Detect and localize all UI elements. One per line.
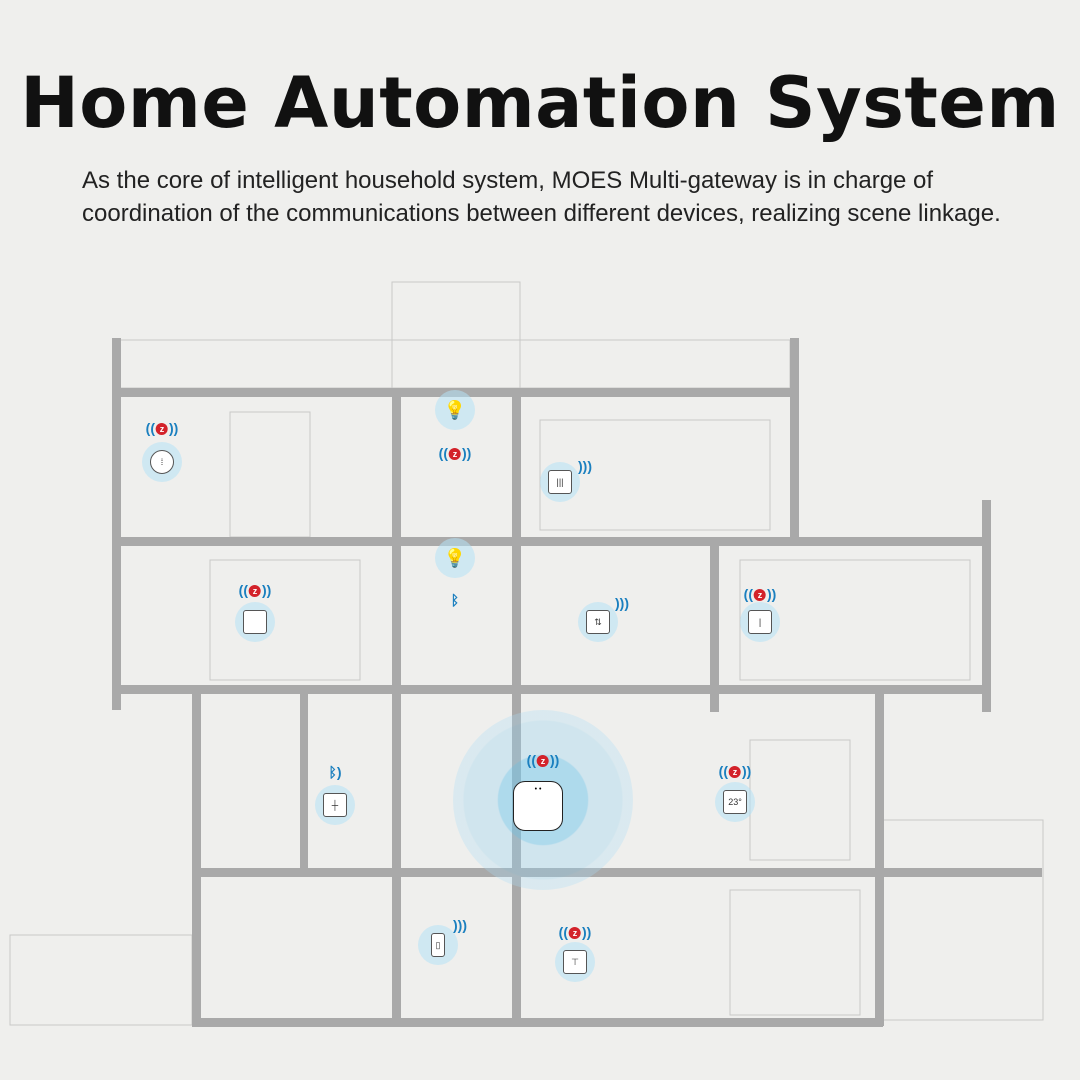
wifi-signal-icon: ))) [453, 917, 467, 933]
zigbee-signal-icon: ((z)) [743, 586, 777, 602]
light-bulb-icon: 💡 [435, 538, 475, 578]
four-gang-switch-icon: ┼ [315, 785, 355, 825]
bluetooth-icon: ᛒ) [328, 764, 342, 780]
zigbee-signal-icon: ((z)) [238, 582, 272, 598]
page-title: Home Automation System [20, 62, 1060, 144]
three-gang-switch-icon: ||| [540, 462, 580, 502]
smart-plug-icon: ⁞ [142, 442, 182, 482]
light-bulb-icon: 💡 [435, 390, 475, 430]
zigbee-signal-icon: ((z)) [558, 924, 592, 940]
zigbee-signal-icon: ((z)) [145, 420, 179, 436]
curtain-switch-icon: ⇅ [578, 602, 618, 642]
description: As the core of intelligent household sys… [82, 167, 1001, 227]
bluetooth-icon: ᛒ [450, 592, 460, 608]
door-sensor-icon: ▯ [418, 925, 458, 965]
motion-sensor-icon: ⊤ [555, 942, 595, 982]
thermostat-icon: 23° [715, 782, 755, 822]
thermostat-temperature: 23° [723, 790, 747, 814]
zigbee-signal-icon: ((z)) [526, 752, 560, 768]
wifi-signal-icon: ))) [615, 595, 629, 611]
wall-switch-icon [235, 602, 275, 642]
wifi-signal-icon: ))) [578, 458, 592, 474]
zigbee-signal-icon: ((z)) [438, 445, 472, 461]
moes-multi-gateway [513, 781, 563, 831]
zigbee-signal-icon: ((z)) [718, 763, 752, 779]
two-gang-switch-icon: | [740, 602, 780, 642]
